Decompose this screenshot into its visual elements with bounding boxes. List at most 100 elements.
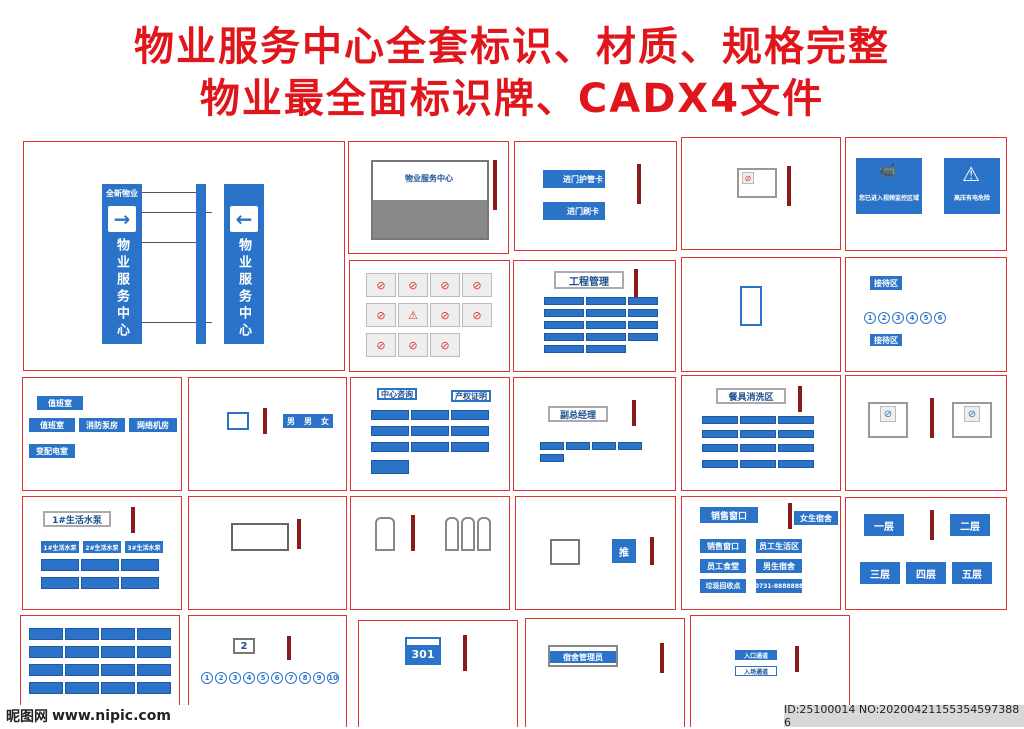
room-number: 301 [411, 647, 435, 661]
push-sign [612, 539, 636, 563]
floor1-label: 一层 [874, 521, 894, 533]
mini-sign [586, 297, 626, 305]
mini-row [29, 682, 171, 694]
mini-sign [740, 460, 776, 468]
panel-entry: 进门护管卡 进门刷卡 [514, 141, 677, 251]
circle-number: 7 [285, 672, 297, 684]
frame-sign [740, 286, 762, 326]
circle-number: 5 [920, 312, 932, 324]
page-title: 物业服务中心全套标识、材质、规格完整 [134, 24, 890, 70]
board-sign [231, 523, 289, 551]
mini-sign [101, 628, 135, 640]
mini-sign [778, 430, 814, 438]
power-room-sign [29, 444, 75, 458]
pump1-sign [41, 541, 79, 553]
mini-sign [137, 664, 171, 676]
watermark-brand: 昵图网 www.nipic.com [0, 705, 196, 727]
dim-pole [297, 519, 301, 549]
no-photo-icon: ⊘ [366, 303, 396, 327]
pump2-label: 2#生活水泵 [85, 544, 119, 552]
mini-sign [121, 577, 159, 589]
room-sign-inner [407, 645, 439, 663]
mini-sign [544, 321, 584, 329]
warning-icon: ⚠ [398, 303, 428, 327]
dim-pole [798, 386, 802, 412]
dim-pole [263, 408, 267, 434]
dorm-manager-strip [550, 651, 616, 663]
floor4-label: 四层 [916, 569, 936, 581]
phone-label: 0731-8888888 [754, 582, 804, 590]
network-label: 网络机房 [137, 420, 169, 430]
deputy-sign [548, 406, 608, 422]
circle-numbers-a: 1 2 3 4 5 6 [864, 312, 946, 324]
restaurant-sign [716, 388, 786, 404]
woman-icon: ⊘ [964, 406, 980, 422]
floor2-sign [950, 514, 990, 536]
panel-door-hangers [350, 496, 510, 610]
mini-sign [65, 628, 99, 640]
no-touch-icon: ⊘ [430, 273, 460, 297]
dim-line [142, 212, 212, 213]
network-sign [129, 418, 177, 432]
mini-sign [29, 664, 63, 676]
mini-sign [586, 321, 626, 329]
no-entry-icon: ⊘ [462, 273, 492, 297]
male-label: 男 [287, 416, 295, 426]
brand-url[interactable]: www.nipic.com [52, 708, 171, 724]
exit-right-label: 入场通道 [743, 668, 768, 676]
circle-number: 8 [299, 672, 311, 684]
mini-row [540, 442, 642, 450]
mini-sign [702, 444, 738, 452]
panel-deputy: 副总经理 [513, 377, 676, 491]
circle-number: 9 [313, 672, 325, 684]
mini-row [29, 646, 171, 658]
dim-line [142, 192, 202, 193]
mini-sign [586, 309, 626, 317]
panel-guide-pillar: 全新物业 → 物业服务中心 ← 物业服务中心 [23, 141, 345, 371]
panel-reception: 接待区 1 2 3 4 5 6 接待区 [845, 257, 1007, 372]
dim-pole [287, 636, 291, 660]
mini-sign [618, 442, 642, 450]
mini-row [371, 460, 409, 474]
inquiry-sign [377, 388, 417, 400]
circle-number: 5 [257, 672, 269, 684]
panel-engineering: 工程管理 [513, 260, 676, 372]
mini-sign [451, 410, 489, 420]
mini-sign [101, 646, 135, 658]
circle-number: 3 [892, 312, 904, 324]
staff-area-label: 员工生活区 [759, 541, 799, 551]
push-frame [550, 539, 580, 565]
reception-sign-2 [870, 334, 902, 346]
mini-sign [371, 426, 409, 436]
mini-sign [628, 309, 658, 317]
panel-frame [681, 257, 841, 372]
floor2-label: 二层 [960, 521, 980, 533]
mini-sign [451, 426, 489, 436]
safety-icon: ⊘ [398, 333, 428, 357]
mini-row [544, 345, 626, 353]
circle-number: 2 [215, 672, 227, 684]
panel-floors: 一层 二层 三层 四层 五层 [845, 497, 1007, 610]
mini-row [41, 559, 159, 571]
panel-pumps: 1#生活水泵 1#生活水泵 2#生活水泵 3#生活水泵 [22, 496, 182, 610]
mini-row [544, 309, 658, 317]
floor4-sign [906, 562, 946, 584]
female-dorm-label: 女生宿舍 [800, 513, 832, 523]
dim-pole [634, 269, 638, 299]
floor3-label: 三层 [870, 569, 890, 581]
mini-sign [371, 460, 409, 474]
pump-title-sign [43, 511, 111, 527]
mini-sign [137, 646, 171, 658]
circle-sign-label: 2 [240, 640, 248, 652]
no-climb-icon: ⊘ [430, 303, 460, 327]
mini-sign [778, 460, 814, 468]
panel-service: 中心咨询 产权证明 [350, 377, 510, 491]
sales-label: 销售窗口 [710, 511, 747, 522]
door-hanger [461, 517, 475, 551]
phone-sign [756, 579, 802, 593]
mini-row [41, 577, 159, 589]
panel-push: 推 [515, 496, 676, 610]
mini-row [371, 426, 489, 436]
mini-sign [371, 410, 409, 420]
duty-room-2 [29, 418, 75, 432]
